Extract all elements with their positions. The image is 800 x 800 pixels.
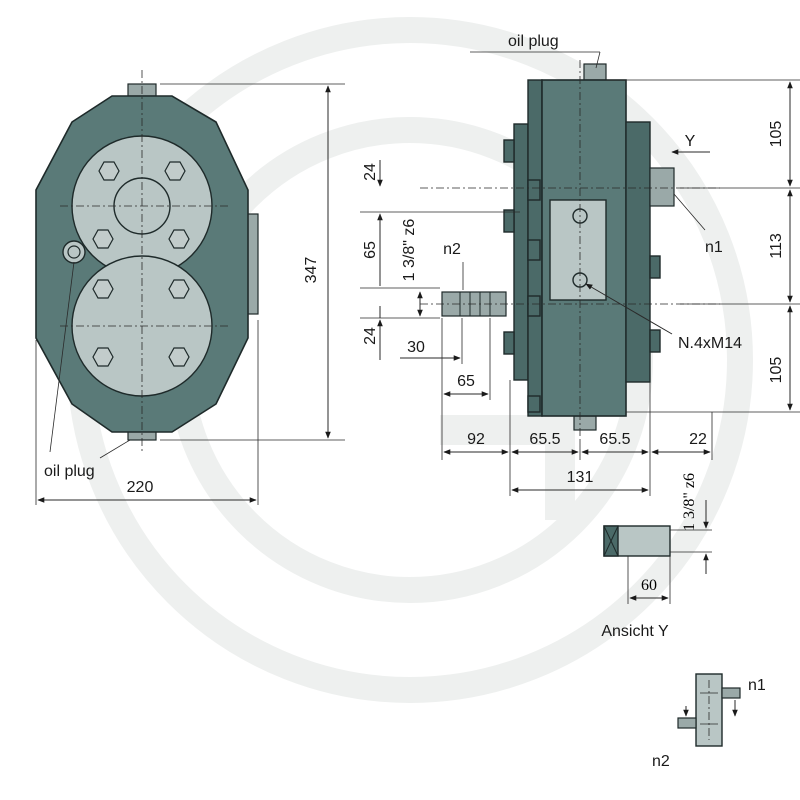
oil-plug-side-icon <box>62 240 86 264</box>
bolt-icon <box>98 161 120 181</box>
front-bolts <box>92 161 190 367</box>
spline-n2-label: 1 3/8" z6 <box>401 219 418 282</box>
bolt-icon <box>527 179 541 201</box>
side-view <box>420 60 720 440</box>
bolt-icon <box>168 347 190 367</box>
thread-label: N.4xM14 <box>678 335 742 352</box>
bolt-icon <box>527 239 541 261</box>
dim-65-shaft-label: 65 <box>457 373 475 390</box>
output-shaft-n1 <box>649 167 675 207</box>
oil-plug-top-label: oil plug <box>508 33 559 50</box>
side-dimensions: oil plug Y n1 n2 N.4xM14 105 113 105 24 … <box>360 33 800 496</box>
dim-65-5-a-label: 65.5 <box>529 431 560 448</box>
bolt-icon <box>92 279 114 299</box>
dim-65-vertical-label: 65 <box>362 241 379 259</box>
dim-220-label: 220 <box>127 479 154 496</box>
oil-plug-left-label: oil plug <box>44 463 95 480</box>
bolt-icon <box>503 331 515 355</box>
dim-60-label: 60 <box>641 577 657 594</box>
dim-113-label: 113 <box>768 233 785 259</box>
mounting-plate <box>549 199 607 301</box>
n2-label: n2 <box>443 241 461 258</box>
view-y-label: Y <box>685 133 696 150</box>
dim-65-5-b-label: 65.5 <box>599 431 630 448</box>
input-flange <box>513 123 529 381</box>
dim-347-label: 347 <box>303 257 320 284</box>
front-view <box>35 70 259 452</box>
rear-cover <box>625 121 651 383</box>
bolt-icon <box>649 329 661 353</box>
bolt-icon <box>92 229 114 249</box>
bolt-icon <box>168 229 190 249</box>
dim-92-label: 92 <box>467 431 485 448</box>
side-oil-plug-bottom <box>573 415 597 431</box>
dim-24-bottom-label: 24 <box>362 327 379 345</box>
n1-label: n1 <box>705 239 723 256</box>
bolt-icon <box>503 209 515 233</box>
n2-small-label: n2 <box>652 753 670 770</box>
bolt-icon <box>164 161 186 181</box>
dim-22-label: 22 <box>689 431 707 448</box>
dim-131-label: 131 <box>567 469 594 486</box>
dim-30-label: 30 <box>407 339 425 356</box>
bolt-icon <box>649 255 661 279</box>
side-oil-plug-top <box>583 63 607 81</box>
ansicht-y-label: Ansicht Y <box>601 623 669 640</box>
bolt-icon <box>168 279 190 299</box>
dim-105-top-label: 105 <box>768 121 785 148</box>
front-dimensions: 347 220 oil plug <box>35 83 345 505</box>
dim-24-top-label: 24 <box>362 163 379 181</box>
bolt-icon <box>92 347 114 367</box>
side-bolts <box>503 139 661 413</box>
n1-small-label: n1 <box>748 677 766 694</box>
bolt-icon <box>503 139 515 163</box>
bolt-icon <box>527 395 541 413</box>
bolt-icon <box>527 295 541 317</box>
view-y-detail: 1 3/8" z6 60 Ansicht Y <box>601 473 712 640</box>
dim-105-bottom-label: 105 <box>768 357 785 384</box>
spline-y-label: 1 3/8" z6 <box>681 473 698 531</box>
shaft-schematic: n1 n2 <box>652 673 766 770</box>
